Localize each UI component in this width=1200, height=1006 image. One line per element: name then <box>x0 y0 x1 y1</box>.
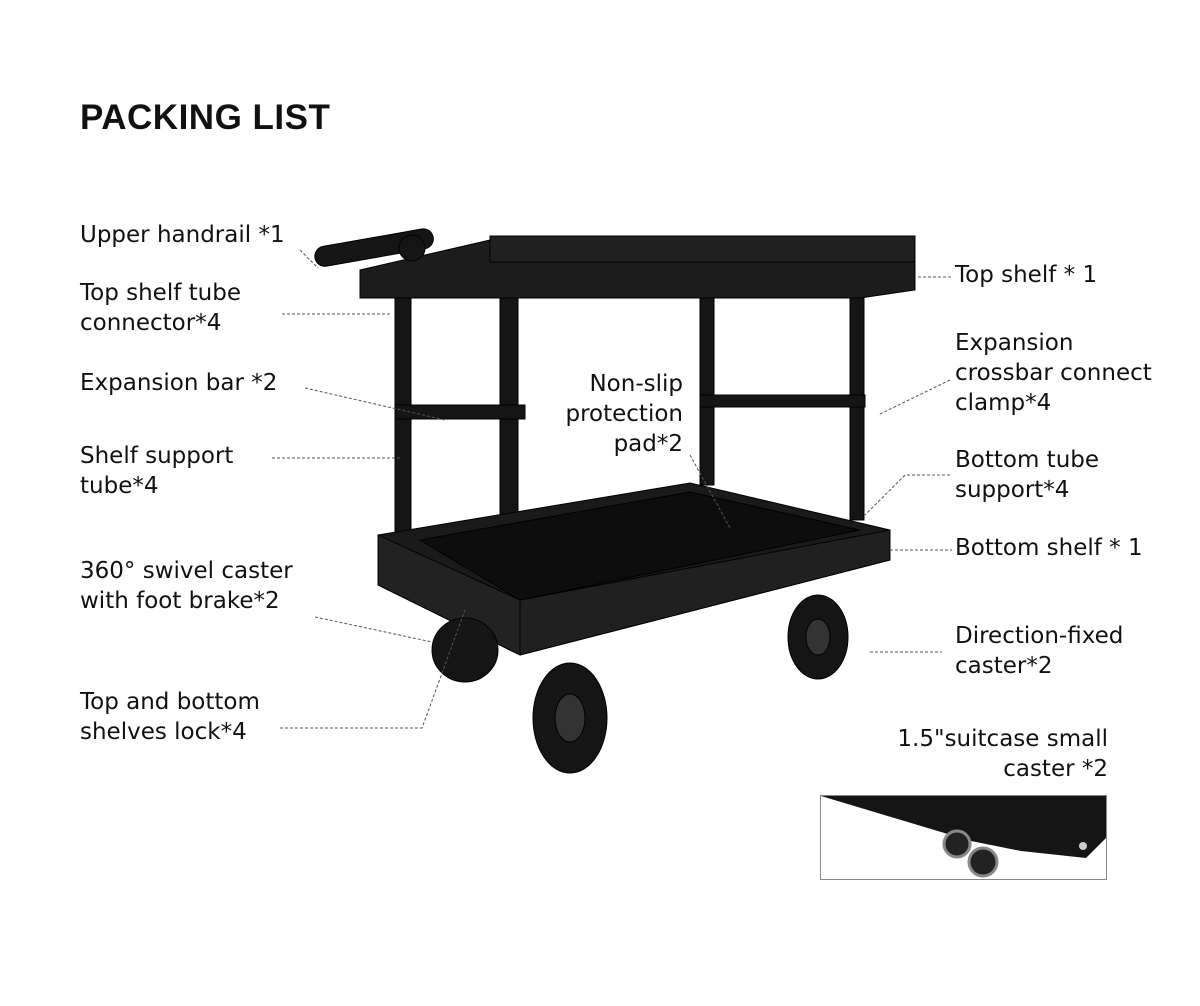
leader-lines <box>272 249 952 729</box>
label-upper-handrail: Upper handrail *1 <box>80 222 285 248</box>
label-line: Shelf support <box>80 443 234 469</box>
label-line: 1.5"suitcase small <box>897 726 1108 752</box>
label-shelf-support-tube: Shelf support tube*4 <box>80 441 233 501</box>
label-line: caster *2 <box>1003 756 1108 782</box>
label-bottom-shelf: Bottom shelf * 1 <box>955 535 1143 561</box>
label-line: 360° swivel caster <box>80 558 293 584</box>
label-line: connector*4 <box>80 310 222 336</box>
label-line: shelves lock*4 <box>80 719 247 745</box>
label-suitcase-caster: 1.5"suitcase small caster *2 <box>897 724 1108 784</box>
label-top-shelf-tube-connector: Top shelf tube connector*4 <box>80 278 241 338</box>
cart-image <box>314 228 916 774</box>
label-line: with foot brake*2 <box>80 588 280 614</box>
label-line: pad*2 <box>613 431 683 457</box>
label-swivel-caster: 360° swivel caster with foot brake*2 <box>80 556 293 616</box>
label-line: Top and bottom <box>80 689 260 715</box>
label-line: caster*2 <box>955 653 1053 679</box>
suitcase-caster-inset <box>820 795 1107 880</box>
label-line: clamp*4 <box>955 390 1052 416</box>
label-line: Non-slip <box>589 371 683 397</box>
suitcase-caster-image <box>821 796 1106 878</box>
label-line: protection <box>565 401 684 427</box>
label-line: Bottom tube <box>955 447 1100 473</box>
label-line: Direction-fixed <box>955 623 1124 649</box>
page-title: PACKING LIST <box>80 98 331 137</box>
label-line: support*4 <box>955 477 1070 503</box>
label-line: tube*4 <box>80 473 159 499</box>
label-expansion-bar: Expansion bar *2 <box>80 370 278 396</box>
label-shelves-lock: Top and bottom shelves lock*4 <box>80 687 260 747</box>
label-top-shelf: Top shelf * 1 <box>955 262 1098 288</box>
label-crossbar-clamp: Expansion crossbar connect clamp*4 <box>955 328 1152 418</box>
label-line: Top shelf tube <box>80 280 241 306</box>
label-bottom-tube-support: Bottom tube support*4 <box>955 445 1099 505</box>
label-line: Expansion <box>955 330 1074 356</box>
label-line: crossbar connect <box>955 360 1152 386</box>
label-direction-fixed-caster: Direction-fixed caster*2 <box>955 621 1123 681</box>
label-non-slip-pad: Non-slip protection pad*2 <box>566 369 684 459</box>
